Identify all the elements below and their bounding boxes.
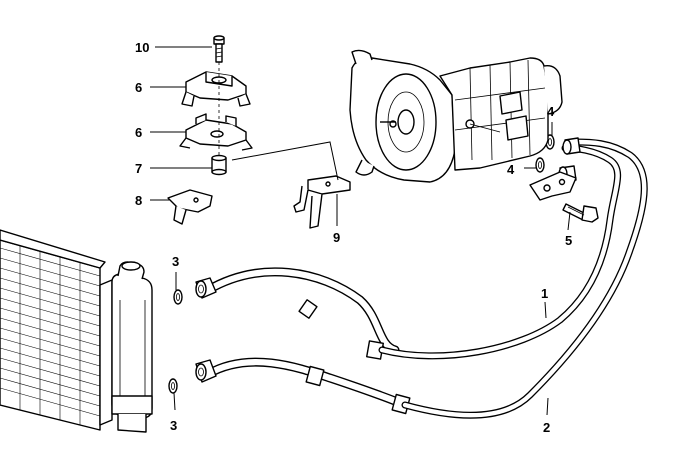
bracket-9 — [293, 175, 351, 229]
callout-4-lower: 4 — [507, 162, 515, 177]
pipe-1 — [378, 144, 622, 360]
callout-1: 1 — [541, 286, 548, 301]
pipe-2 — [401, 138, 648, 419]
callout-6-upper: 6 — [135, 80, 142, 95]
bracket-8 — [167, 189, 213, 225]
callout-4-upper: 4 — [547, 104, 555, 119]
callout-8: 8 — [135, 193, 142, 208]
callout-7: 7 — [135, 161, 142, 176]
clamp-half-lower — [179, 113, 253, 151]
callout-9: 9 — [333, 230, 340, 245]
hose-fitting-upper — [195, 277, 217, 299]
hose-upper — [203, 267, 400, 360]
hose-fitting-lower — [195, 359, 217, 383]
callout-3-lower: 3 — [170, 418, 177, 433]
hose-lower — [203, 357, 411, 415]
rubber-mount-7 — [211, 154, 227, 176]
callout-5: 5 — [565, 233, 572, 248]
callout-2: 2 — [543, 420, 550, 435]
dash-connector — [231, 141, 339, 181]
transmission — [349, 49, 563, 183]
clamp-half-upper — [181, 71, 251, 107]
leader-lines — [150, 46, 571, 416]
callout-10: 10 — [135, 40, 149, 55]
seal-ring-upper — [173, 289, 183, 305]
bolt-5 — [562, 203, 599, 223]
pipe-holder-bracket — [529, 171, 577, 201]
callout-6-lower: 6 — [135, 125, 142, 140]
screw-10 — [213, 35, 225, 63]
radiator — [0, 229, 153, 433]
seal-ring-lower — [168, 378, 178, 394]
callout-3-upper: 3 — [172, 254, 179, 269]
seal-ring-4-lower — [535, 157, 545, 173]
pipe-fitting-upper — [562, 137, 581, 155]
